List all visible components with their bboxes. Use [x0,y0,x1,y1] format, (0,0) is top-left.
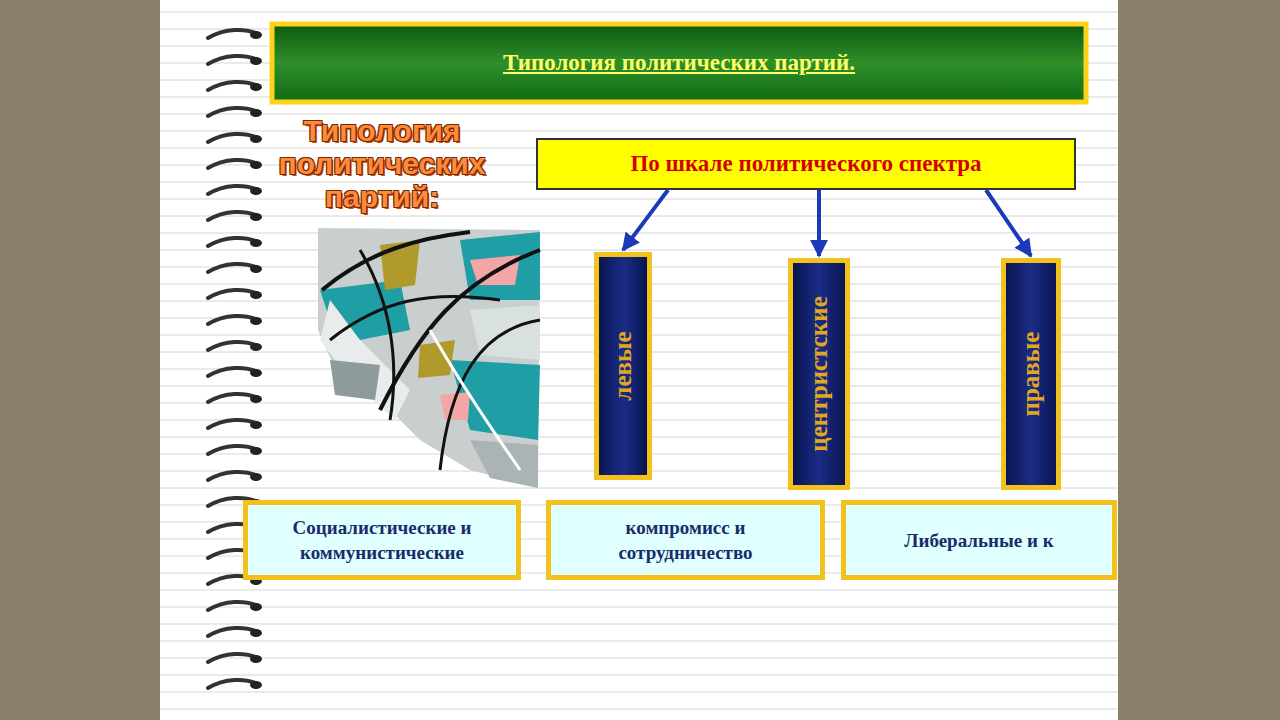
spiral-ring [208,212,262,221]
spiral-ring [208,472,262,481]
category-label: центристские [805,296,833,451]
ruled-line [160,590,1118,591]
box-text: Либеральные и к [890,528,1067,553]
spiral-ring [208,368,262,377]
ruled-line [160,658,1118,659]
arrow-connector [817,190,821,256]
spiral-ring [208,628,262,637]
spiral-ring [208,134,262,143]
spiral-ring [208,316,262,325]
ruled-line [160,641,1118,642]
ruled-line [160,216,1118,217]
box-text: По шкале политического спектра [630,151,981,177]
ruled-line [160,233,1118,234]
spiral-ring [208,160,262,169]
slide-title: Типология политических партий. [503,50,855,76]
spiral-ring [208,56,262,65]
category-box: правые [1001,258,1061,490]
spiral-ring [208,446,262,455]
category-label: правые [1017,332,1045,417]
spiral-ring [208,680,262,689]
ruled-line [160,250,1118,251]
spiral-ring [208,420,262,429]
arrow-connector [623,190,668,250]
notebook-page [160,0,1118,720]
ruled-line [160,675,1118,676]
category-label: левые [609,331,637,400]
spiral-ring [208,394,262,403]
criterion-box: По шкале политического спектра [536,138,1076,190]
spiral-ring [208,82,262,91]
category-box: левые [594,252,652,480]
arrow-connector [986,190,1031,256]
spiral-ring [208,654,262,663]
spiral-binding [208,30,262,689]
description-box: Социалистические и коммунистические [243,500,521,580]
spiral-ring [208,238,262,247]
box-text: Социалистические и коммунистические [248,515,516,565]
spiral-ring [208,108,262,117]
title-band [272,24,1086,102]
spiral-ring [208,290,262,299]
spiral-ring [208,342,262,351]
spiral-ring [208,186,262,195]
description-box: компромисс и сотрудничество [546,500,825,580]
box-text: компромисс и сотрудничество [551,515,820,565]
ruled-line [160,199,1118,200]
spiral-ring [208,264,262,273]
ruled-line [160,692,1118,693]
spiral-ring [208,602,262,611]
ruled-line [160,624,1118,625]
abstract-illustration [318,228,540,488]
ruled-line [160,709,1118,710]
spiral-ring [208,30,262,39]
ruled-line [160,488,1118,489]
ruled-line [160,12,1118,13]
ruled-line [160,607,1118,608]
ruled-lines [160,12,1118,709]
category-box: центристские [788,258,850,490]
heading-3d-text: Типология политических партий: [232,114,532,213]
description-box: Либеральные и к [841,500,1117,580]
